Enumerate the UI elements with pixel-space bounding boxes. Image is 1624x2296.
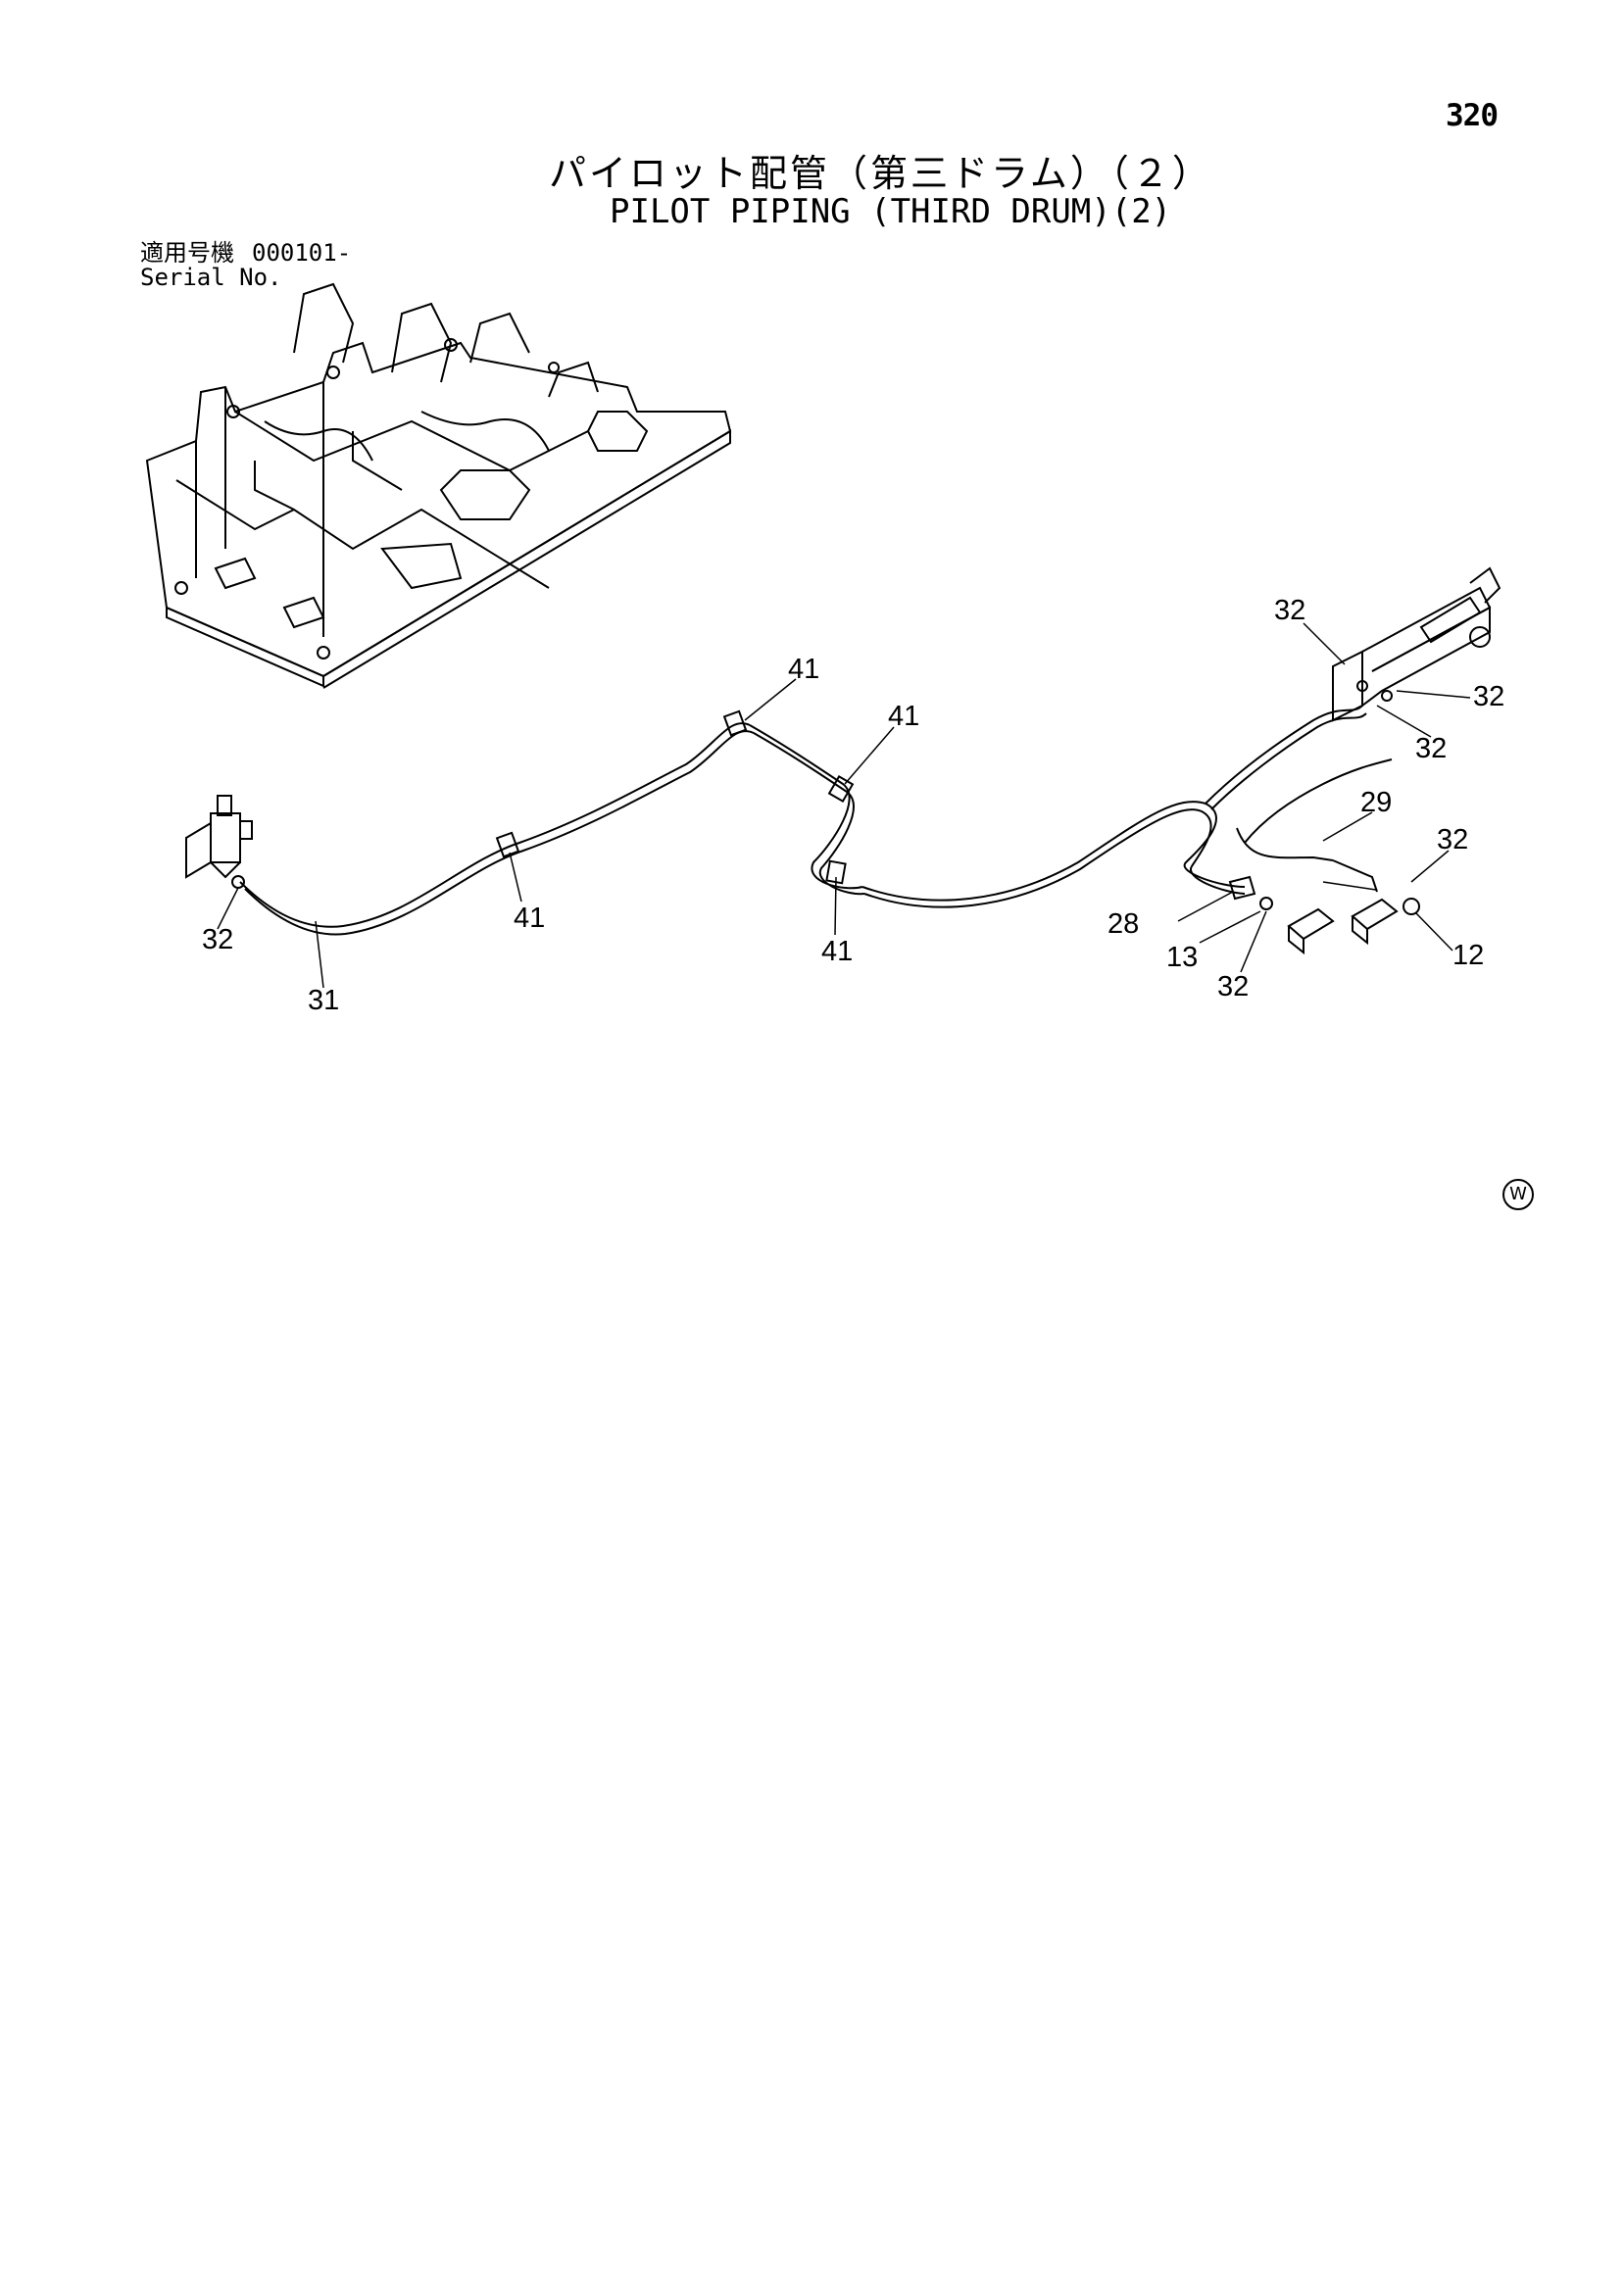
callout-32-left: 32: [202, 924, 233, 955]
clamp-41-top: [722, 709, 748, 737]
hose-clamp-section: [749, 724, 865, 896]
callout-29: 29: [1360, 787, 1392, 818]
serial-value: 000101-: [252, 239, 352, 267]
fitting-12: [1332, 859, 1420, 946]
serial-number-block: 適用号機 000101- Serial No.: [140, 241, 369, 290]
serial-label-english: Serial No.: [140, 264, 282, 291]
callout-41-left: 41: [514, 903, 545, 934]
callout-12: 12: [1452, 940, 1484, 971]
fitting-28-13: [1228, 875, 1335, 955]
callout-31: 31: [308, 985, 339, 1016]
callout-41-bottom: 41: [821, 936, 853, 967]
clamp-41-bottom: [825, 859, 847, 885]
machine-frame-overview: [145, 282, 732, 689]
serial-label-japanese: 適用号機: [140, 239, 234, 267]
hose-28: [861, 801, 1246, 908]
callout-32-far-right: 32: [1437, 824, 1468, 855]
callout-41-top: 41: [788, 654, 819, 685]
clamp-41-left: [495, 831, 520, 858]
callout-28: 28: [1107, 908, 1139, 940]
right-control-unit: [1332, 566, 1501, 722]
callout-32-top: 32: [1274, 595, 1305, 626]
callout-32-right-a: 32: [1473, 681, 1504, 712]
callout-32-bottom: 32: [1217, 971, 1249, 1002]
left-valve-unit: [185, 795, 253, 889]
hose-31: [239, 722, 755, 936]
callout-41-mid: 41: [888, 701, 919, 732]
callout-13: 13: [1166, 942, 1198, 973]
page-title-english: PILOT PIPING (THIRD DRUM)(2): [610, 192, 1172, 231]
leader-lines: [217, 622, 1471, 989]
hose-29: [1205, 705, 1393, 861]
page-number: 320: [1446, 98, 1499, 133]
page-title-japanese: パイロット配管（第三ドラム）（２）: [549, 152, 1212, 195]
callout-32-right-b: 32: [1415, 733, 1447, 764]
clamp-41-mid: [827, 774, 855, 804]
corner-w-mark: W: [1502, 1179, 1534, 1210]
